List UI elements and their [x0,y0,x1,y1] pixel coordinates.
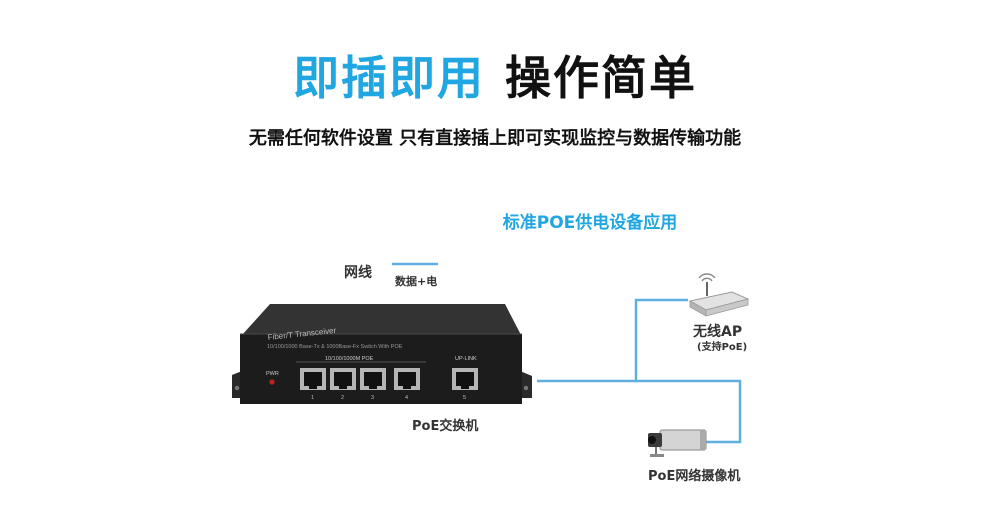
wifi-signal-icon [701,277,713,282]
diagram-title: 标准POE供电设备应用 [502,213,678,233]
rj45-port [300,368,326,390]
switch-uplink-label: UP-LINK [455,356,477,362]
headline-part1: 即插即用 [293,51,485,105]
switch-top-text2: 10/100/1000 Base-Tx & 1000Base-Fx Switch… [267,344,403,350]
camera-label: PoE网络摄像机 [648,469,741,484]
headline-part2: 操作简单 [505,51,697,105]
camera-icon [659,429,707,451]
network-cables [537,298,742,444]
cable-to-camera [636,379,742,444]
cable-label: 网线 [344,265,372,281]
switch-ear-right [520,371,532,398]
power-led [269,379,275,385]
cable-sublabel: 数据+电 [395,275,438,288]
port-number: 1 [311,395,314,401]
switch-top [242,304,521,335]
switch-pwr-label: PWR [266,371,279,377]
headline: 即插即用操作简单 [0,42,990,108]
port-number: 3 [371,395,374,401]
port-number: 5 [463,395,466,401]
port-number: 4 [405,395,408,401]
port-number: 2 [341,395,344,401]
rj45-port [330,368,356,390]
wireless-ap [688,273,750,317]
rj45-port [394,368,420,390]
ip-camera [648,429,707,457]
rj45-port [360,368,386,390]
rj45-uplink-port [452,368,478,390]
switch-ear-left [232,371,242,398]
switch-poe-group-label: 10/100/1000M POE [325,356,374,362]
cable-to-ap [537,298,688,383]
switch-label: PoE交换机 [412,419,479,434]
subtitle: 无需任何软件设置 只有直接插上即可实现监控与数据传输功能 [248,128,742,149]
poe-switch: Fiber/T Transceiver 10/100/1000 Base-Tx … [232,304,532,404]
ap-sublabel: (支持PoE) [697,342,748,353]
ap-label: 无线AP [693,324,743,340]
